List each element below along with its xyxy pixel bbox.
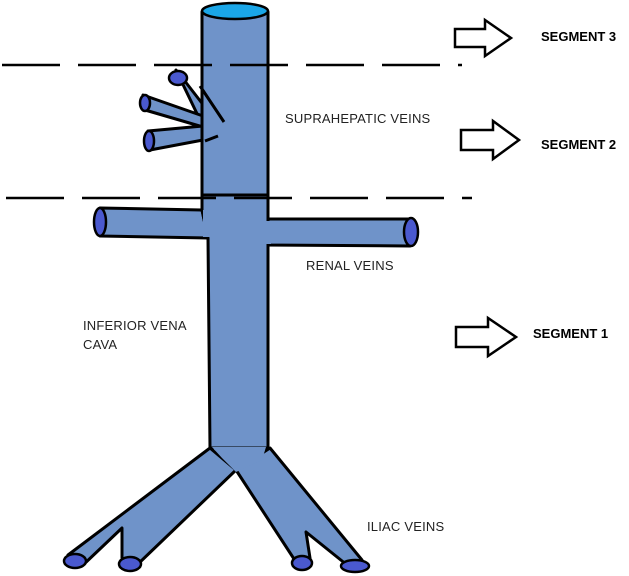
arrow-segment-2 [459, 118, 522, 162]
iliac-veins-label: ILIAC VEINS [367, 519, 445, 534]
vein-system [66, 10, 412, 571]
right-renal-vein [260, 217, 412, 248]
left-renal-opening [92, 206, 108, 238]
right-renal-opening [402, 216, 420, 248]
suprahepatic-veins-label: SUPRAHEPATIC VEINS [285, 111, 431, 126]
arrow-segment-3 [453, 17, 514, 59]
segment-dividers [2, 63, 472, 200]
inferior-vena-cava-trunk [200, 10, 270, 450]
suprahepatic-branch-lower [146, 124, 205, 152]
top-opening [200, 1, 270, 21]
hepatic-opening-middle [138, 93, 152, 113]
iliac-opening-3 [290, 554, 314, 572]
left-iliac-vein [66, 446, 238, 568]
iliac-opening-1 [62, 552, 88, 570]
right-iliac-vein [234, 446, 364, 571]
vessel-openings [62, 1, 420, 574]
iliac-opening-2 [117, 555, 143, 573]
arrow-segment-1 [454, 315, 519, 359]
segment-2-label: SEGMENT 2 [541, 137, 617, 152]
segment-3-label: SEGMENT 3 [541, 29, 617, 44]
ivc-label-line2: CAVA [83, 337, 118, 352]
renal-veins-label: RENAL VEINS [306, 258, 394, 273]
segment-arrows [453, 17, 522, 359]
iliac-opening-4 [339, 558, 371, 574]
hepatic-opening-upper [167, 69, 189, 87]
segment-1-label: SEGMENT 1 [533, 326, 609, 341]
hepatic-opening-lower [142, 129, 156, 153]
inner-lines [198, 85, 268, 197]
seam-covers [203, 210, 271, 472]
left-renal-vein [98, 206, 210, 240]
ivc-label-line1: INFERIOR VENA [83, 318, 187, 333]
